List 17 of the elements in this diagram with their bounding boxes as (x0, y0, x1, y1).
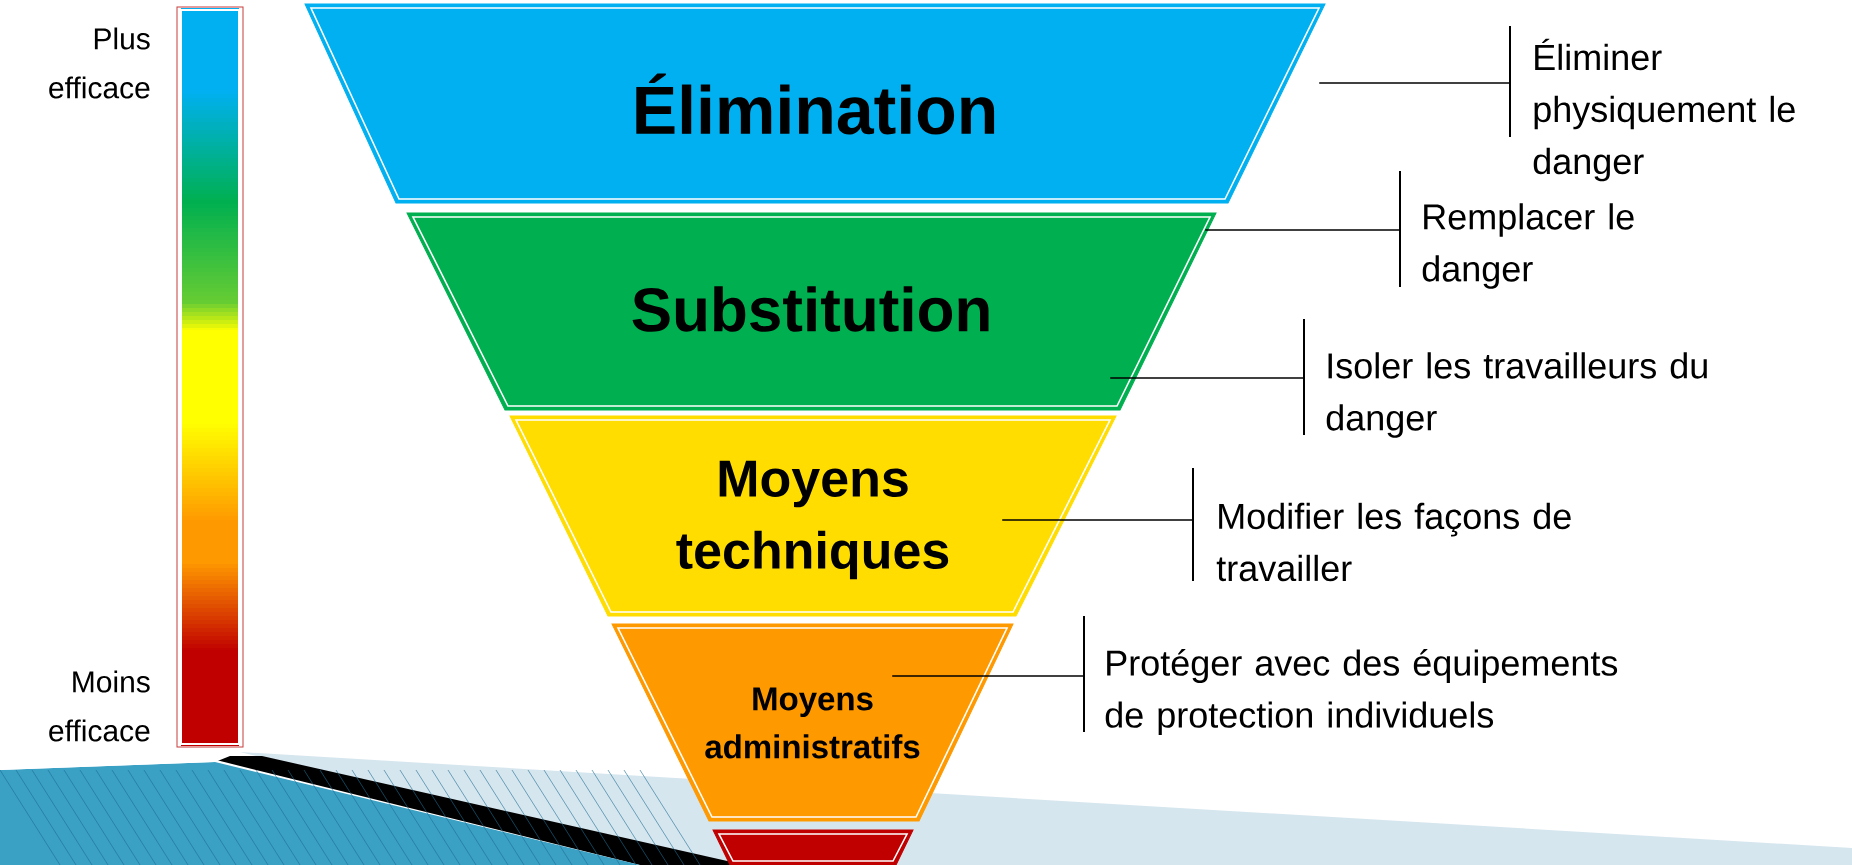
callout-text: Protéger avec des équipements de protection individuels (1105, 649, 1618, 735)
funnel-tip (712, 829, 914, 865)
callout-text: Modifier les façons de travailler (1216, 502, 1571, 582)
callout-text: Isoler les travailleurs du danger (1326, 352, 1707, 438)
leader-line (1318, 82, 1511, 84)
callout-text: Éliminer physiquement le danger (1533, 38, 1795, 182)
funnel-level: Substitution (406, 212, 1217, 411)
callout-text: Remplacer le danger (1422, 203, 1634, 289)
leader-line (1204, 229, 1401, 231)
leader-line (891, 675, 1085, 677)
leader-line (1001, 519, 1194, 521)
leader-line (1109, 377, 1305, 379)
scale-label: Moins efficace (49, 670, 150, 742)
scale-label: Plus efficace (49, 27, 150, 99)
funnel-level: Moyens techniques (509, 415, 1117, 617)
funnel-level: Moyens administratifs (611, 623, 1014, 822)
funnel-level: Élimination (304, 3, 1326, 204)
